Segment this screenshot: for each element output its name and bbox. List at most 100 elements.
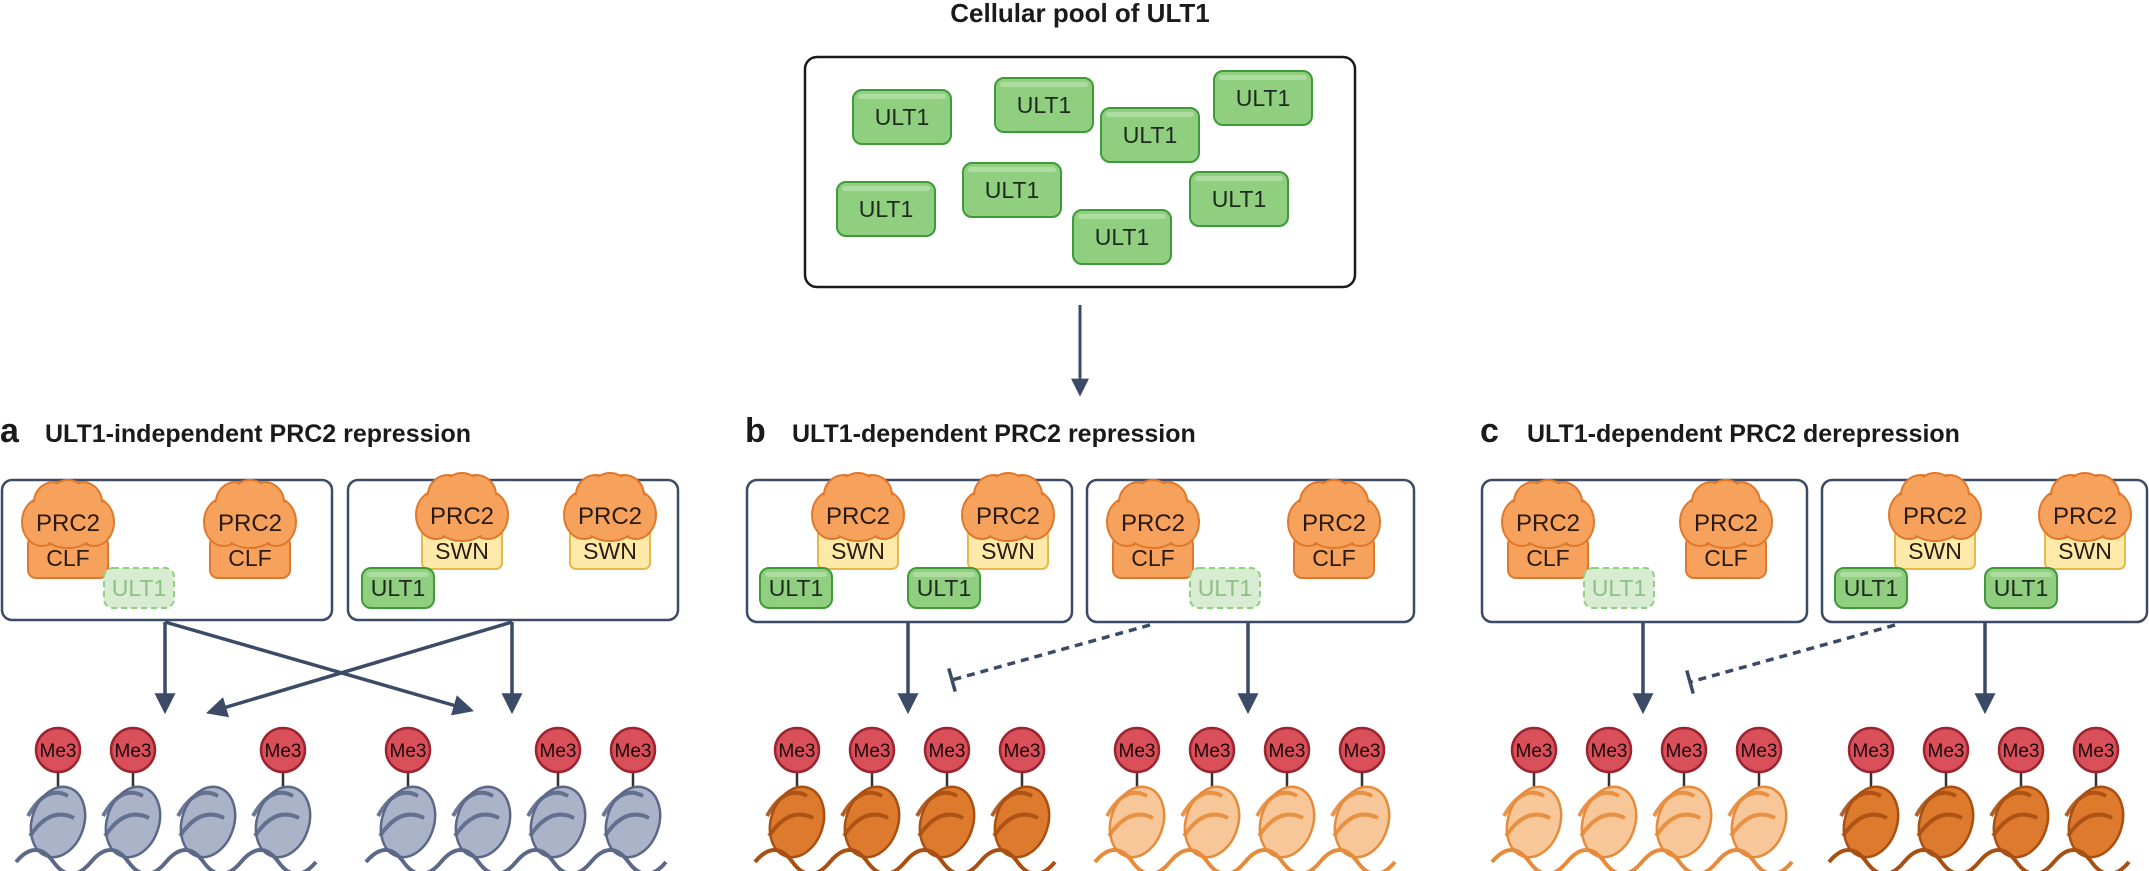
swn-label: SWN <box>981 538 1035 564</box>
me3-mark: Me3 <box>109 726 157 800</box>
me3-label: Me3 <box>1741 741 1778 762</box>
me3-label: Me3 <box>1119 741 1156 762</box>
ult1-bound: ULT1 <box>1834 567 1908 609</box>
me3-mark: Me3 <box>923 726 971 800</box>
pool-ult1: ULT1 <box>1213 70 1313 126</box>
me3-circle <box>773 726 821 774</box>
prc2-label: PRC2 <box>2053 503 2117 530</box>
ult1-highlight <box>1000 82 1088 87</box>
clf-label: CLF <box>228 545 271 571</box>
ult1-shape <box>1984 567 2058 609</box>
clf-label: CLF <box>1312 545 1355 571</box>
ult1-label: ULT1 <box>1095 224 1150 250</box>
ult1-label: ULT1 <box>917 575 972 601</box>
ult1-highlight <box>1840 572 1902 577</box>
dna-wrap <box>1577 790 1626 838</box>
pool-ult1: ULT1 <box>1189 171 1289 227</box>
dna-wrap <box>765 790 814 838</box>
ult1-highlight <box>1990 572 2052 577</box>
dna-wrap <box>1105 790 1154 838</box>
me3-label: Me3 <box>1666 741 1703 762</box>
me3-circle <box>109 726 157 774</box>
nucleosomes-c-right <box>1827 785 2131 871</box>
nucleosomes-b-right <box>1093 785 1397 871</box>
me3-circle <box>923 726 971 774</box>
ult1-shape <box>1189 567 1261 609</box>
me3-mark: Me3 <box>1188 726 1236 800</box>
prc2-lobe-fill <box>1907 495 1963 539</box>
ult1-highlight <box>1078 214 1166 219</box>
dna-wrap <box>2064 790 2113 838</box>
me3-circle <box>534 726 582 774</box>
ult1-shape <box>852 89 952 145</box>
panel-a-title: ULT1-independent PRC2 repression <box>45 420 471 448</box>
me3-label: Me3 <box>1591 741 1628 762</box>
ult1-bound: ULT1 <box>1984 567 2058 609</box>
ult1-shape <box>1189 171 1289 227</box>
ult1-shape <box>759 567 833 609</box>
prc2-lobe-fill <box>434 495 490 539</box>
me3-mark: Me3 <box>998 726 1046 800</box>
prc2-lobe-fill <box>980 495 1036 539</box>
me3-label: Me3 <box>265 741 302 762</box>
me3-mark: Me3 <box>384 726 432 800</box>
me3-mark: Me3 <box>1997 726 2045 800</box>
inhibition-bar <box>1685 669 1695 695</box>
ult1-shape <box>1213 70 1313 126</box>
panel-b-title: ULT1-dependent PRC2 repression <box>792 420 1196 448</box>
me3-mark: Me3 <box>1585 726 1633 800</box>
prc2-label: PRC2 <box>578 503 642 530</box>
me3-mark: Me3 <box>534 726 582 800</box>
panel-c-letter: c <box>1480 412 1499 450</box>
prc2-label: PRC2 <box>1302 510 1366 537</box>
inhibition-bar <box>947 667 957 693</box>
prc2-label: PRC2 <box>430 503 494 530</box>
me3-mark: Me3 <box>1510 726 1558 800</box>
prc2-label: PRC2 <box>36 510 100 537</box>
ult1-label: ULT1 <box>859 196 914 222</box>
me3-circle <box>34 726 82 774</box>
ult1-label: ULT1 <box>769 575 824 601</box>
pool-ult1: ULT1 <box>994 77 1094 133</box>
me3-mark: Me3 <box>1922 726 1970 800</box>
nucleosomes-c-left <box>1490 785 1794 871</box>
me3-label: Me3 <box>1194 741 1231 762</box>
nucleosomes-a-right <box>364 785 668 871</box>
nucleosomes-a-left <box>14 785 318 871</box>
pool-ult1: ULT1 <box>852 89 952 145</box>
dna-wrap <box>251 790 300 838</box>
me3-circle <box>1997 726 2045 774</box>
panel-b-letter: b <box>745 412 766 450</box>
me3-circle <box>1113 726 1161 774</box>
prc2-label: PRC2 <box>1903 503 1967 530</box>
ult1-highlight <box>1106 112 1194 117</box>
ult1-shape <box>103 567 175 609</box>
prc2-label: PRC2 <box>1516 510 1580 537</box>
prc2-lobe-fill <box>1125 502 1181 546</box>
dna-wrap <box>26 790 75 838</box>
me3-mark: Me3 <box>1735 726 1783 800</box>
me3-label: Me3 <box>1269 741 1306 762</box>
dna-linker <box>1093 848 1397 871</box>
me3-mark: Me3 <box>773 726 821 800</box>
dna-wrap <box>1652 790 1701 838</box>
panel-a-letter: a <box>0 412 20 450</box>
me3-label: Me3 <box>779 741 816 762</box>
ult1-label: ULT1 <box>1123 122 1178 148</box>
me3-circle <box>1338 726 1386 774</box>
me3-label: Me3 <box>1516 741 1553 762</box>
me3-circle <box>1585 726 1633 774</box>
dna-wrap <box>915 790 964 838</box>
prc2-label: PRC2 <box>826 503 890 530</box>
ult1-label: ULT1 <box>1212 186 1267 212</box>
ult1-shape <box>1100 107 1200 163</box>
pool-title: Cellular pool of ULT1 <box>950 0 1210 28</box>
